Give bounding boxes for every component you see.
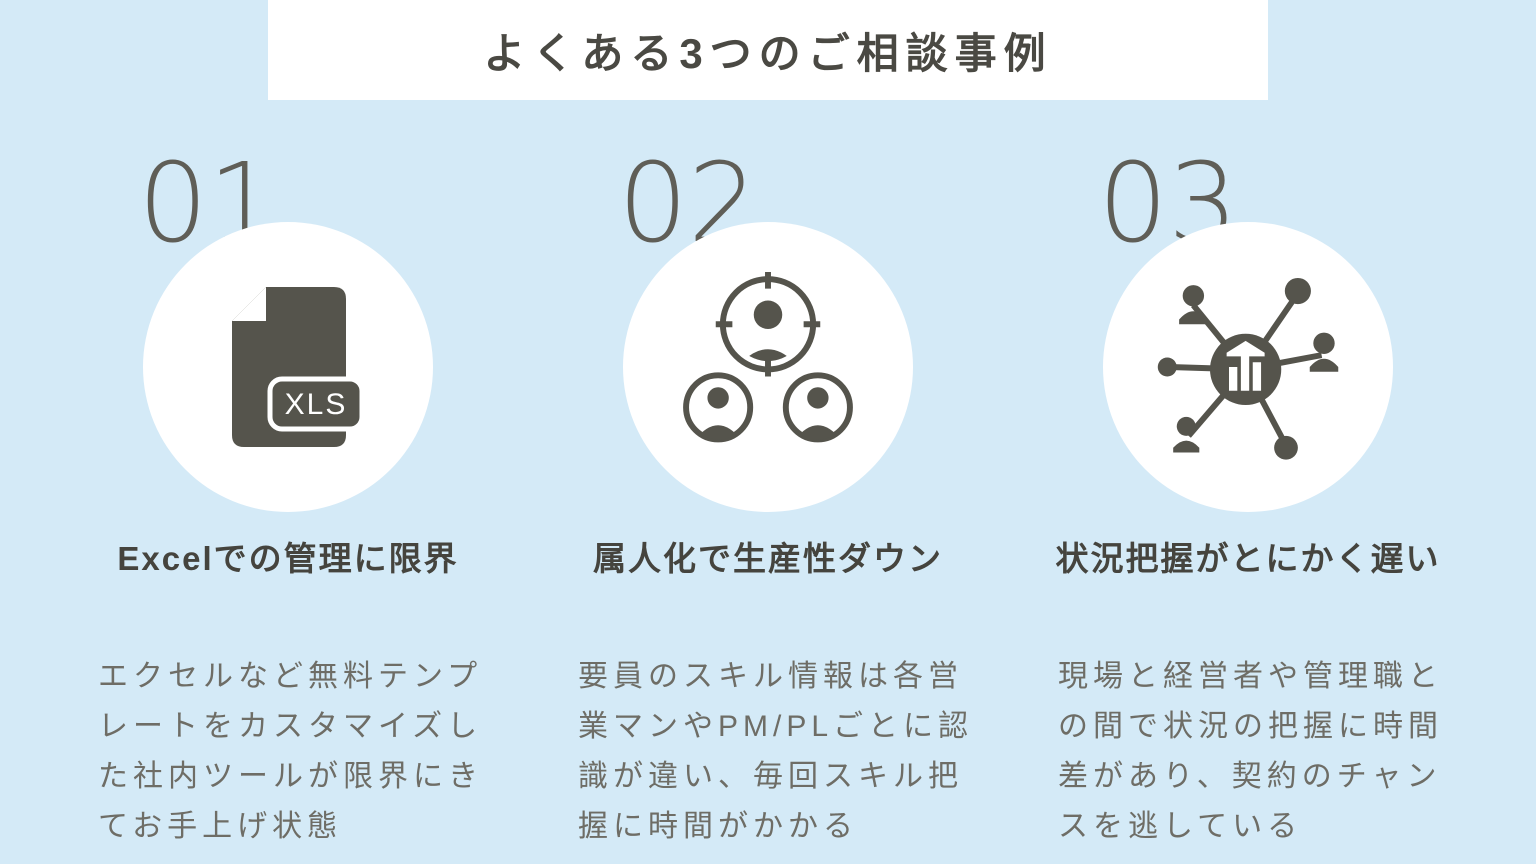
xls-label: XLS <box>285 388 348 421</box>
icon-circle: XLS <box>143 222 433 512</box>
cards-row: 01 XLS Excelでの管理に限界 エクセルなど無料テンプレートをカスタマイ… <box>0 140 1536 864</box>
card-personalization: 02 <box>528 140 1008 864</box>
card-heading: 状況把握がとにかく遅い <box>1055 540 1441 577</box>
icon-circle <box>1103 222 1393 512</box>
card-slow-status: 03 <box>1008 140 1488 864</box>
card-heading: Excelでの管理に限界 <box>117 540 459 577</box>
card-heading: 属人化で生産性ダウン <box>593 540 943 577</box>
card-body: 要員のスキル情報は各営業マンやPM/PLごとに認識が違い、毎回スキル把握に時間が… <box>578 660 974 843</box>
card-body: エクセルなど無料テンプレートをカスタマイズした社内ツールが限界にきてお手上げ状態 <box>98 660 483 843</box>
card-excel-limit: 01 XLS Excelでの管理に限界 エクセルなど無料テンプレートをカスタマイ… <box>48 140 528 864</box>
network-people-icon <box>1157 277 1339 460</box>
card-body: 現場と経営者や管理職との間で状況の把握に時間差があり、契約のチャンスを逃している <box>1058 660 1443 843</box>
title-banner: よくある3つのご相談事例 <box>268 0 1268 100</box>
page-title: よくある3つのご相談事例 <box>483 29 1053 77</box>
people-group-target-icon <box>683 272 853 443</box>
xls-file-icon: XLS <box>232 286 365 447</box>
icon-circle <box>623 222 913 512</box>
